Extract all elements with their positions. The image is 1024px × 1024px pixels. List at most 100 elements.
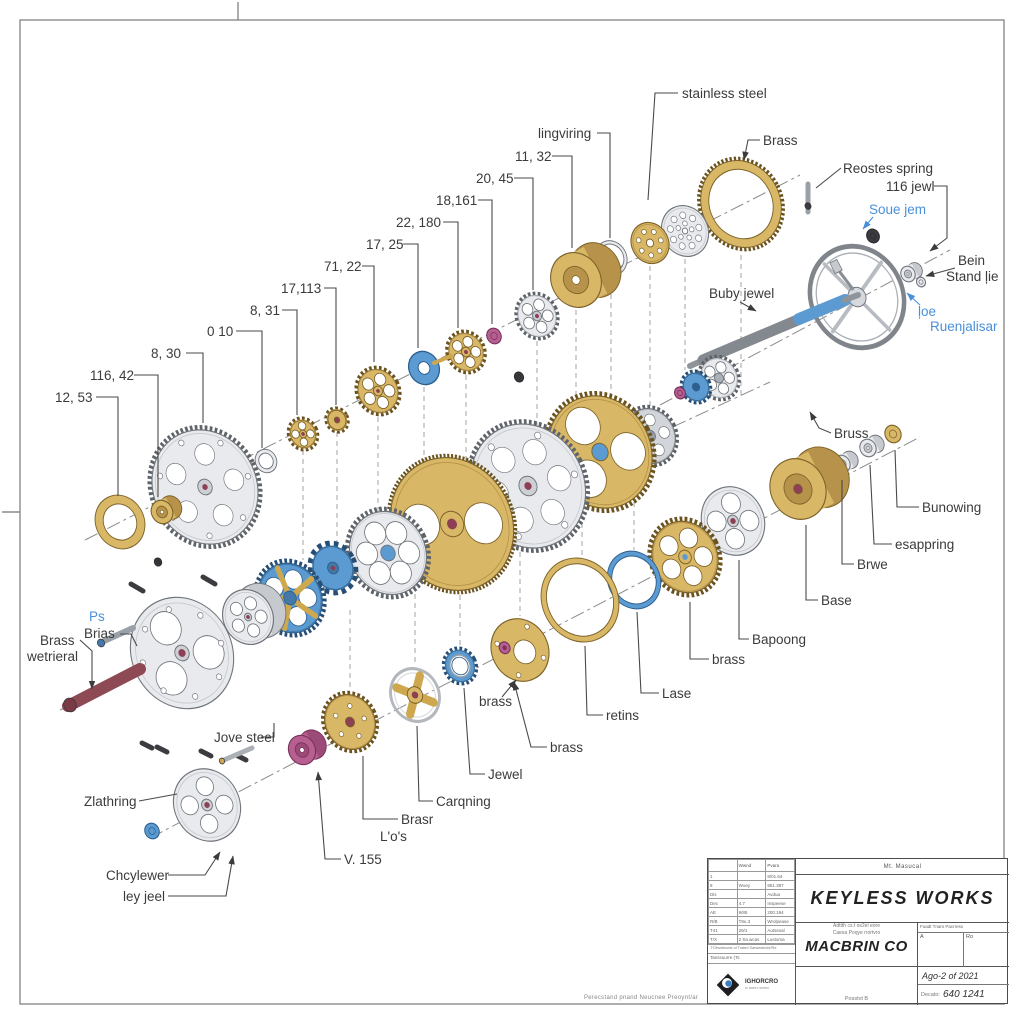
leader-line-22 [894, 449, 919, 508]
part-label-lingviring: lingviring [538, 126, 591, 141]
parts-table-cell: R/B [708, 916, 738, 926]
part-label-ps: Ps [89, 609, 105, 624]
part-gold-perf-disc [630, 221, 670, 265]
leader-line-1 [134, 374, 159, 497]
parts-table-cell: 1 [708, 871, 738, 881]
part-winding-stem-tip [63, 697, 77, 713]
part-winding-stem [62, 663, 146, 712]
revision-cell-b: Ro [966, 934, 974, 940]
leader-line-5 [324, 287, 337, 405]
part-escape-nut [884, 424, 902, 444]
part-arbor-stub [842, 292, 861, 303]
part-label-22-180: 22, 180 [396, 215, 441, 230]
company-name: MACBRIN CO [805, 938, 908, 955]
leader-line-35 [315, 771, 341, 860]
leader-line-32 [416, 725, 433, 802]
part-gold-5spoke-gear [647, 516, 723, 598]
part-black-bead-top [866, 228, 880, 244]
leader-line-15 [815, 167, 842, 189]
parts-table-cell: 9/85 [736, 907, 767, 917]
part-cyl-esappring-face [859, 438, 877, 458]
parts-table-cell: T8u.3 [736, 916, 767, 926]
leader-line-36 [138, 793, 178, 802]
part-gold-barrel-face [550, 252, 602, 308]
part-label-v-155: V. 155 [344, 852, 382, 867]
part-stem-screw-tip [97, 638, 105, 648]
part-gold-ring-retins [540, 557, 620, 643]
part-gold-thick-ring [94, 494, 146, 550]
tb-footer-note1: T'Ohsnteuest of Trated Sarwestricht/Rd [708, 944, 795, 953]
part-stand-bead [915, 276, 927, 288]
part-label-esappring: esappring [895, 537, 954, 552]
drawing-number-label: Decato: [921, 991, 940, 998]
leader-line-40 [79, 639, 96, 690]
part-label-11-32: 11, 32 [515, 149, 552, 164]
parts-table-cell: Wrolpease [765, 916, 795, 926]
leader-line-3 [236, 330, 263, 448]
leader-line-2 [186, 352, 204, 423]
leader-line-11 [552, 155, 573, 248]
leader-line-23 [869, 464, 892, 545]
part-cluster-pink-bead [674, 386, 686, 400]
part-label-soue-jem: Soue jem [869, 202, 926, 217]
leader-line-7 [403, 243, 419, 348]
parts-table-header: Pvara [765, 859, 795, 872]
leader-line-33 [501, 679, 517, 698]
part-gold-pinion [324, 406, 350, 434]
part-blue-hex-nut [144, 822, 160, 840]
part-label-116-jewl: 116 jewl [886, 179, 935, 194]
tb-footer-note2: Tanssuurre (Ts [708, 953, 795, 963]
revision-cell: Fuadt Tnars Pacrress A Ro [918, 923, 1009, 967]
part-lower-wheel [172, 768, 242, 842]
leader-line-21 [809, 411, 832, 434]
leader-line-4 [282, 309, 298, 415]
parts-table-cell: 200.194 [765, 907, 795, 917]
part-label-retins: retins [606, 708, 639, 723]
leader-line-0 [96, 396, 119, 496]
leader-line-27 [689, 602, 709, 660]
leader-line-10 [514, 177, 534, 290]
part-steel-screw [221, 745, 255, 763]
part-label-brias: Brias [84, 626, 115, 641]
part-gold-gear-7122 [354, 365, 402, 417]
part-label-17-25: 17, 25 [366, 237, 404, 252]
logo-text: IGHORCRO [745, 979, 778, 986]
part-label--oe: ļoe [918, 304, 936, 319]
company-cell: Adttth cs.t os2el eore Caesa Poqye rrort… [796, 923, 918, 967]
leader-line-41 [120, 633, 138, 647]
part-label-jewel: Jewel [488, 767, 523, 782]
leader-line-31 [463, 687, 485, 775]
part-bead-dark-1 [153, 557, 163, 567]
leader-line-14 [742, 139, 760, 161]
parts-table-cell: Inspeese [765, 898, 795, 908]
leader-line-26 [738, 560, 749, 640]
part-arbor-grey [697, 313, 806, 366]
part-label-0-10: 0 10 [207, 324, 233, 339]
part-label-wetrieral: wetrieral [26, 649, 78, 664]
part-cross-wheel [389, 667, 441, 723]
part-stand-drum-face [900, 265, 916, 283]
part-label-stand-ie: Stand ļie [946, 269, 999, 284]
leader-line-18 [925, 267, 956, 277]
leader-line-6 [362, 265, 375, 362]
part-label-carqning: Carqning [436, 794, 491, 809]
tb-subline-1: Adttth cs.t os2el eore [833, 923, 880, 929]
parts-table-cell: Aotsesal [765, 925, 795, 935]
part-silver-4spoke-plate [700, 486, 766, 556]
parts-table-cell: 2 Sa.wcas [736, 934, 767, 944]
tb-header-small: Mt. Masucal [796, 859, 1009, 875]
part-pink-drum-face [287, 734, 317, 766]
part-screw-4 [154, 744, 170, 755]
part-label-bapoong: Bapoong [752, 632, 806, 647]
part-screw-5 [198, 748, 214, 759]
part-silver-drum-wheel-face [222, 589, 274, 645]
leader-line-12 [597, 132, 611, 238]
parts-table-cell: T/X [708, 934, 738, 944]
drawing-title: KEYLESS WORKS [810, 888, 995, 908]
parts-table-cell: 4.7 [736, 898, 767, 908]
